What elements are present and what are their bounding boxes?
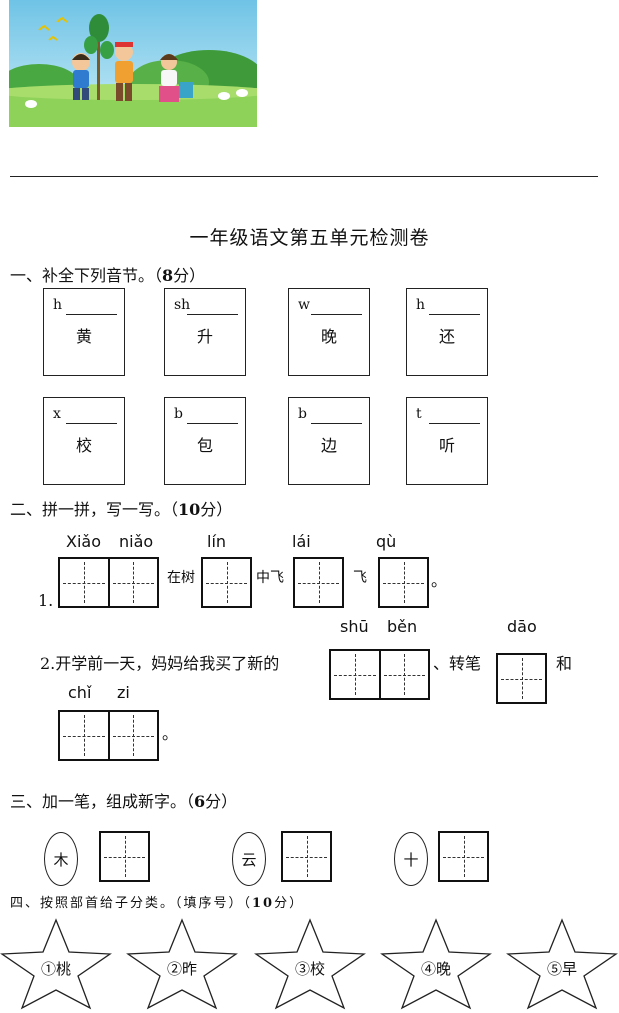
writing-grid-lin[interactable] [201, 557, 252, 608]
writing-grid-xiaoniao[interactable] [58, 557, 159, 608]
q2-end: 。 [162, 724, 179, 743]
card-initial: h [53, 297, 63, 313]
pinyin-dao: dāo [507, 617, 537, 636]
answer-line [66, 423, 117, 424]
answer-line [429, 423, 480, 424]
card-initial: sh [174, 297, 191, 313]
card-initial: b [174, 406, 183, 422]
page-title: 一年级语文第五单元检测卷 [189, 227, 430, 249]
q2-text-1: 、转笔 [433, 654, 482, 673]
card-char: 黄 [75, 327, 92, 346]
section-4-score: 10 [252, 896, 275, 911]
star-shape-2 [126, 918, 238, 1010]
add-stroke-char-3: 十 [394, 832, 428, 886]
section-4-heading-text: 四、按照部首给子分类。（填序号）（ [10, 896, 253, 911]
card-initial: t [416, 406, 422, 422]
star-shape-1 [0, 918, 112, 1010]
q1-text-2: 中飞 [256, 570, 284, 586]
section-1-heading-text: 一、补全下列音节。（ [10, 266, 163, 285]
card-initial: w [298, 297, 310, 313]
q2-text: 2.开学前一天，妈妈给我买了新的 [40, 654, 280, 673]
answer-line [429, 314, 480, 315]
section-2-heading: 二、拼一拼，写一写。（10分） [10, 496, 232, 520]
writing-grid-dao[interactable] [496, 653, 547, 704]
pinyin-shu: shū [340, 617, 369, 636]
section-3-score: 6 [194, 792, 206, 811]
section-1-heading: 一、补全下列音节。（8分） [10, 262, 205, 286]
q2-text-2: 和 [556, 654, 573, 673]
pinyin-card-2[interactable]: sh 升 [164, 288, 246, 376]
section-4-heading: 四、按照部首给子分类。（填序号）（10分） [10, 892, 304, 911]
card-char: 校 [75, 436, 92, 455]
writing-grid-chizi[interactable] [58, 710, 159, 761]
q1-text-3: 飞 [353, 570, 367, 586]
pinyin-xiao: Xiǎo [66, 532, 101, 551]
pinyin-ben: běn [387, 617, 418, 636]
pinyin-lai: lái [292, 532, 311, 551]
card-char: 升 [196, 327, 213, 346]
pinyin-zi: zi [117, 683, 130, 702]
star-shape-3 [254, 918, 366, 1010]
writing-grid-shuben[interactable] [329, 649, 430, 700]
q1-end: 。 [431, 571, 448, 590]
star-label-5: ⑤早 [546, 960, 577, 978]
writing-grid-s3-3[interactable] [438, 831, 489, 882]
section-1-score: 8 [162, 266, 174, 285]
writing-grid-s3-2[interactable] [281, 831, 332, 882]
card-initial: x [53, 406, 61, 422]
pinyin-lin: lín [207, 532, 227, 551]
card-char: 包 [196, 436, 213, 455]
header-rule [10, 176, 598, 177]
card-char: 听 [438, 436, 455, 455]
star-shape-4 [380, 918, 492, 1010]
question-1-number: 1. [38, 591, 54, 610]
pinyin-chi: chǐ [68, 683, 92, 702]
section-3-heading: 三、加一笔，组成新字。（6分） [10, 788, 237, 812]
card-char: 边 [320, 436, 337, 455]
card-initial: h [416, 297, 426, 313]
section-2-heading-text: 二、拼一拼，写一写。（ [10, 500, 179, 519]
answer-line [311, 314, 362, 315]
section-3-heading-text: 三、加一笔，组成新字。（ [10, 792, 195, 811]
section-2-score: 10 [178, 500, 201, 519]
section-2-score-suffix: 分） [200, 500, 233, 519]
answer-line [66, 314, 117, 315]
pinyin-niao: niǎo [119, 532, 154, 551]
writing-grid-qu[interactable] [378, 557, 429, 608]
star-label-3: ③校 [294, 960, 325, 978]
star-label-1: ①桃 [40, 960, 71, 978]
section-4-score-suffix: 分） [274, 896, 305, 911]
add-stroke-char-2: 云 [232, 832, 266, 886]
star-label-2: ②昨 [166, 960, 197, 978]
children-planting-tree-picture [9, 0, 257, 127]
q1-text-1: 在树 [167, 570, 195, 586]
answer-line [311, 423, 362, 424]
writing-grid-s3-1[interactable] [99, 831, 150, 882]
answer-line [187, 314, 238, 315]
card-char: 晚 [320, 327, 337, 346]
card-char: 还 [438, 327, 455, 346]
section-1-score-suffix: 分） [173, 266, 206, 285]
add-stroke-char-1: 木 [44, 832, 78, 886]
section-3-score-suffix: 分） [205, 792, 238, 811]
answer-line [187, 423, 238, 424]
card-initial: b [298, 406, 307, 422]
star-shape-5 [506, 918, 618, 1010]
star-label-4: ④晚 [420, 960, 451, 978]
writing-grid-lai[interactable] [293, 557, 344, 608]
header-illustration [9, 0, 257, 127]
pinyin-qu: qù [376, 532, 397, 551]
